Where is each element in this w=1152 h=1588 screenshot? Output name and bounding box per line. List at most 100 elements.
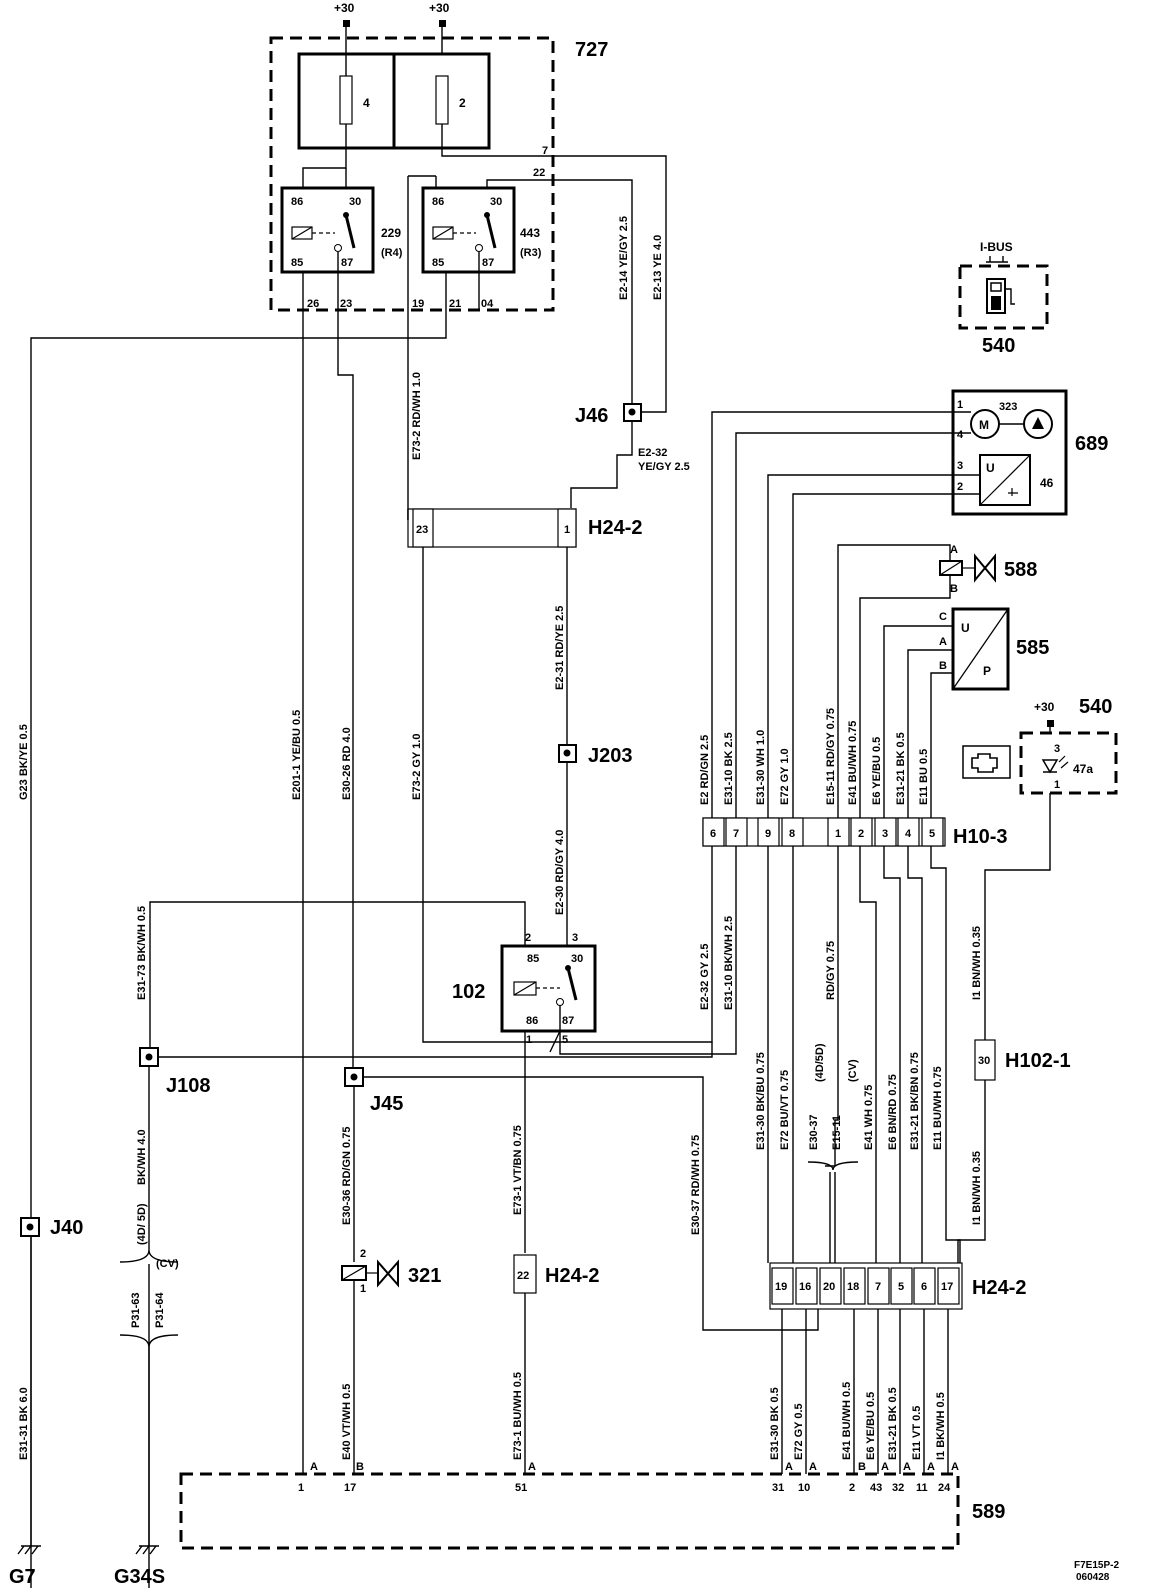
relay-102-pin-3: 3 xyxy=(572,932,578,944)
pin-585-c: C xyxy=(939,611,947,623)
relay-229-pin-30: 30 xyxy=(349,196,361,208)
relay-229-pin-85: 85 xyxy=(291,257,303,269)
connector-h24-2-bottom: 19 16 20 18 7 5 6 17 H24-2 xyxy=(769,1262,1026,1310)
wire-h10-e72: E72 GY 1.0 xyxy=(779,748,791,805)
junction-j203-label: J203 xyxy=(588,745,633,767)
h10-3-pin-2: 2 xyxy=(858,828,864,840)
junction-j203: J203 xyxy=(558,744,633,767)
footer-date: 060428 xyxy=(1076,1572,1110,1583)
valve-588-label: 588 xyxy=(1004,559,1037,581)
wire-mid-e11: E11 BU/WH 0.75 xyxy=(932,1066,944,1150)
wire-h10-e11: E11 BU 0.5 xyxy=(918,749,930,805)
junction-j108-label: J108 xyxy=(166,1075,211,1097)
connector-h102-1-label: H102-1 xyxy=(1005,1050,1071,1072)
ground-g7-label: G7 xyxy=(9,1566,36,1588)
wire-bot-e31-30: E31-30 BK 0.5 xyxy=(769,1387,781,1460)
relay-102-pin-2: 2 xyxy=(525,932,531,944)
ecu-pin-11: 11 xyxy=(916,1482,928,1494)
wire-mid-e31-21: E31-21 BK/BN 0.75 xyxy=(909,1052,921,1150)
ibus-label: I-BUS xyxy=(980,240,1013,254)
wire-e2-30: E2-30 RD/GY 4.0 xyxy=(554,830,566,915)
wire-h10-e41: E41 BU/WH 0.75 xyxy=(847,721,859,805)
relay-102-pin-5: 5 xyxy=(562,1034,568,1046)
indicator-540: +30 540 3 1 47a xyxy=(962,696,1118,795)
relay-229-label: 229 xyxy=(381,226,401,240)
ecu-pin-1: 1 xyxy=(298,1482,304,1494)
wire-bot-i1: I1 BK/WH 0.5 xyxy=(935,1392,947,1460)
h24-2-bot-pin-18: 18 xyxy=(847,1281,859,1293)
wire-bot-e41: E41 BU/WH 0.5 xyxy=(841,1382,853,1460)
ecu-letter-17: B xyxy=(356,1461,364,1473)
ecu-pin-24: 24 xyxy=(938,1482,951,1494)
wire-e31-73: E31-73 BK/WH 0.5 xyxy=(136,906,148,1000)
valve-321-label: 321 xyxy=(408,1265,441,1287)
junction-j40-label: J40 xyxy=(50,1217,83,1239)
engine-icon xyxy=(962,745,1011,779)
wire-mid-e41: E41 WH 0.75 xyxy=(863,1085,875,1150)
connector-h24-2-top: 23 1 H24-2 xyxy=(407,508,642,548)
ecu-letter-24: A xyxy=(951,1461,959,1473)
wires-h10-3-lower xyxy=(559,846,961,1263)
relay-102-pin-30: 30 xyxy=(571,953,583,965)
sender-u: U xyxy=(986,461,995,475)
h24-2-bot-pin-19: 19 xyxy=(775,1281,787,1293)
relay-443-pin-87: 87 xyxy=(482,257,494,269)
wire-mid-e31-30: E31-30 BK/BU 0.75 xyxy=(755,1052,767,1150)
relay-102-label: 102 xyxy=(452,981,485,1003)
ecu-pin-32: 32 xyxy=(892,1482,904,1494)
h24-2-top-pin-23: 23 xyxy=(416,524,428,536)
wire-e2-31: E2-31 RD/YE 2.5 xyxy=(554,606,566,690)
wires-h24-2-bottom-out xyxy=(781,1165,949,1474)
pin-727-21: 21 xyxy=(449,298,461,310)
relay-229: 86 30 85 87 229 (R4) xyxy=(280,186,403,274)
ground-g34s: G34S xyxy=(114,1545,165,1588)
h24-2-bot-pin-5: 5 xyxy=(898,1281,904,1293)
pump-323-label: 323 xyxy=(999,401,1017,413)
ecu-letter-10: A xyxy=(809,1461,817,1473)
relay-102-pin-85: 85 xyxy=(527,953,539,965)
h24-2-bot-pin-16: 16 xyxy=(799,1281,811,1293)
pin-585-b: B xyxy=(939,660,947,672)
ecu-letter-31: A xyxy=(785,1461,793,1473)
h10-3-pin-7: 7 xyxy=(733,828,739,840)
wire-g23: G23 BK/YE 0.5 xyxy=(18,724,30,800)
connector-h24-2-top-label: H24-2 xyxy=(588,517,642,539)
supply-plus30-b: +30 xyxy=(429,1,450,15)
wire-labels: E2-14 YE/GY 2.5 E2-13 YE 4.0 E2-32 YE/GY… xyxy=(18,216,983,1460)
pin-727-23: 23 xyxy=(340,298,352,310)
relay-443: 86 30 85 87 443 (R3) xyxy=(421,186,542,274)
wire-bot-e6: E6 YE/BU 0.5 xyxy=(865,1392,877,1460)
h10-3-pin-4: 4 xyxy=(905,828,912,840)
junction-j46: J46 xyxy=(575,403,642,427)
wire-e30-37: E30-37 RD/WH 0.75 xyxy=(690,1135,702,1235)
ground-g7: G7 xyxy=(9,1545,41,1588)
wire-bot-e31-21: E31-21 BK 0.5 xyxy=(887,1387,899,1460)
valve-321: 2 1 321 xyxy=(341,1248,441,1295)
ecu-589: 589 1 17 51 31 10 2 43 32 11 24 A B A A … xyxy=(179,1461,1005,1550)
supply-plus30-a: +30 xyxy=(334,1,355,15)
sensor-46-label: 46 xyxy=(1040,476,1054,490)
h24-2-top-pin-1: 1 xyxy=(564,524,570,536)
wire-mid-rdgy: RD/GY 0.75 xyxy=(825,941,837,1000)
junction-j45: J45 xyxy=(344,1067,403,1115)
lamp-pin-3: 3 xyxy=(1054,743,1060,755)
valve-588: A B 588 xyxy=(939,544,1037,595)
h24-2-bot-pin-7: 7 xyxy=(875,1281,881,1293)
wire-mid-e30-37: E30-37 xyxy=(808,1115,820,1150)
relay-443-pin-86: 86 xyxy=(432,196,444,208)
h24-2-bot-pin-17: 17 xyxy=(941,1281,953,1293)
h24-2-bot-pin-6: 6 xyxy=(921,1281,927,1293)
wire-h10-e31-21: E31-21 BK 0.5 xyxy=(895,732,907,805)
wire-e73-2-rdwh: E73-2 RD/WH 1.0 xyxy=(411,372,423,460)
ecu-letter-11: A xyxy=(927,1461,935,1473)
junction-j45-label: J45 xyxy=(370,1093,403,1115)
lamp-47a-label: 47a xyxy=(1073,762,1093,776)
h24-2-mid-pin-22: 22 xyxy=(517,1270,529,1282)
fuse-2-label: 2 xyxy=(459,96,466,110)
supply-plus30-lamp: +30 xyxy=(1034,700,1055,714)
ecu-pin-31: 31 xyxy=(772,1482,784,1494)
label-727: 727 xyxy=(575,39,608,61)
wire-mid-e72: E72 BU/VT 0.75 xyxy=(779,1070,791,1150)
wire-mid-4d5d: (4D/5D) xyxy=(814,1043,826,1082)
wire-e201-1: E201-1 YE/BU 0.5 xyxy=(291,710,303,800)
